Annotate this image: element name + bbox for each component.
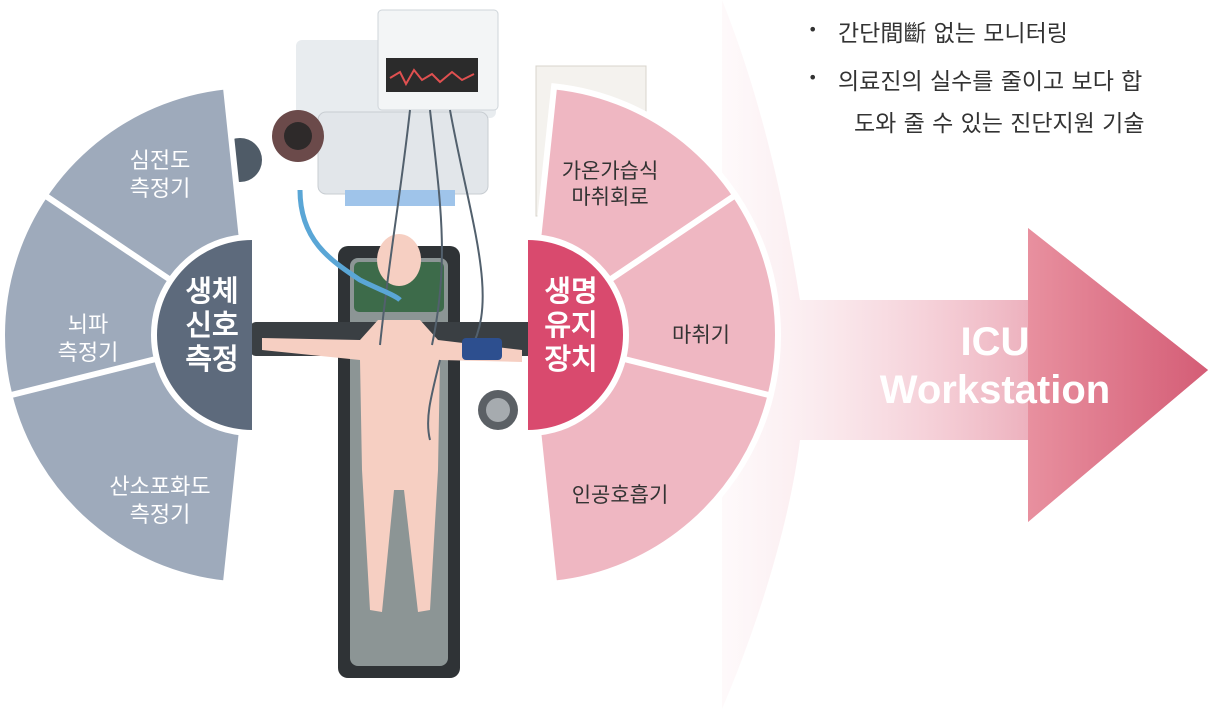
life-support-hub — [528, 240, 623, 430]
bio-signal-hub-label: 생체 신호 측정 — [185, 274, 239, 377]
oxygen-saturation-meter-label: 산소포화도 측정기 — [109, 475, 211, 528]
ventilator-segment — [534, 355, 775, 587]
bullet-item: • 간단間斷 없는 모니터링 — [808, 14, 1144, 48]
bullet-continuation: 도와 줄 수 있는 진단지원 기술 — [854, 111, 1145, 137]
life-support-group — [528, 83, 781, 587]
bio-signal-hub — [157, 240, 252, 430]
eeg-meter-label: 뇌파 측정기 — [57, 313, 119, 366]
oxygen-saturation-segment — [5, 355, 246, 587]
bullet-dot-icon: • — [808, 20, 818, 39]
heated-humidified-circuit-label: 가온가습식 마취회로 — [561, 159, 659, 210]
ventilator-label: 인공호흡기 — [571, 483, 669, 507]
bio-signal-group — [0, 83, 252, 587]
bullet-item: • 의료진의 실수를 줄이고 보다 합 도와 줄 수 있는 진단지원 기술 — [808, 62, 1144, 138]
anesthesia-machine-label: 마취기 — [672, 323, 730, 347]
icu-workstation-label: ICU Workstation — [879, 320, 1111, 412]
ecg-meter-label: 심전도 측정기 — [129, 149, 191, 202]
bullet-dot-icon: • — [808, 68, 818, 87]
icu-workstation-arrow — [722, 0, 1208, 709]
feature-bullet-list: • 간단間斷 없는 모니터링 • 의료진의 실수를 줄이고 보다 합 도와 줄 … — [808, 14, 1144, 152]
life-support-hub-label: 생명 유지 장치 — [544, 274, 598, 377]
